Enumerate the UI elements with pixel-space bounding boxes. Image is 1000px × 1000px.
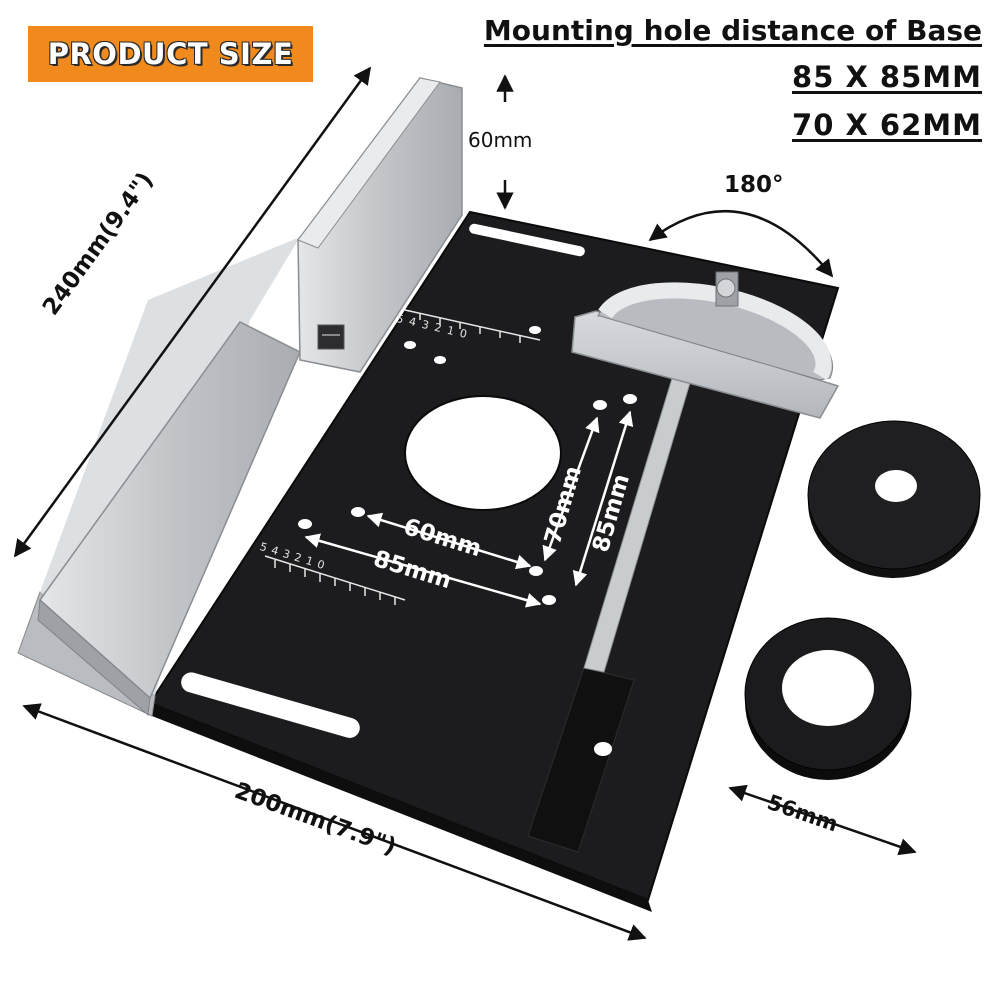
- mounting-spec-size-a: 85 X 85MM: [792, 60, 982, 94]
- fence-height-label: 60mm: [468, 128, 533, 152]
- fence-knob: [317, 324, 345, 350]
- scale-tick: 2: [433, 320, 443, 336]
- scale-tick: 5: [395, 312, 405, 327]
- product-size-badge: PRODUCT SIZE: [28, 26, 313, 82]
- mount-hole: [593, 400, 607, 410]
- reducer-ring-large-hole: [744, 617, 912, 780]
- dimension-arrows: [13, 66, 917, 941]
- mount-hole: [542, 595, 556, 605]
- mounting-spec-title: Mounting hole distance of Base: [483, 14, 982, 47]
- scale-tick: 3: [281, 547, 292, 562]
- mounting-spec-size-b: 70 X 62MM: [792, 108, 982, 142]
- mount-hole: [298, 519, 312, 529]
- plate-dimension-arrows: [304, 410, 634, 608]
- angle-label: 180°: [724, 172, 784, 198]
- slot-hole: [469, 223, 585, 257]
- mount-hole: [594, 742, 612, 756]
- mount-hole: [351, 507, 365, 517]
- mount-hole: [529, 326, 541, 334]
- product-size-label: PRODUCT SIZE: [47, 37, 294, 71]
- miter-gauge: [571, 271, 840, 673]
- mount-hole: [529, 566, 543, 576]
- mount-hole: [434, 356, 446, 364]
- scale-tick: 1: [304, 554, 315, 569]
- back-scale: [404, 309, 541, 343]
- reducer-ring-small-hole: [807, 420, 981, 578]
- scale-tick: 4: [269, 543, 281, 558]
- scale-tick: 3: [420, 317, 431, 333]
- mount-hole: [623, 394, 637, 404]
- mount-hole: [404, 341, 416, 349]
- scale-tick: 1: [445, 323, 456, 338]
- scale-tick: 2: [292, 550, 304, 566]
- scale-tick: 4: [407, 314, 418, 330]
